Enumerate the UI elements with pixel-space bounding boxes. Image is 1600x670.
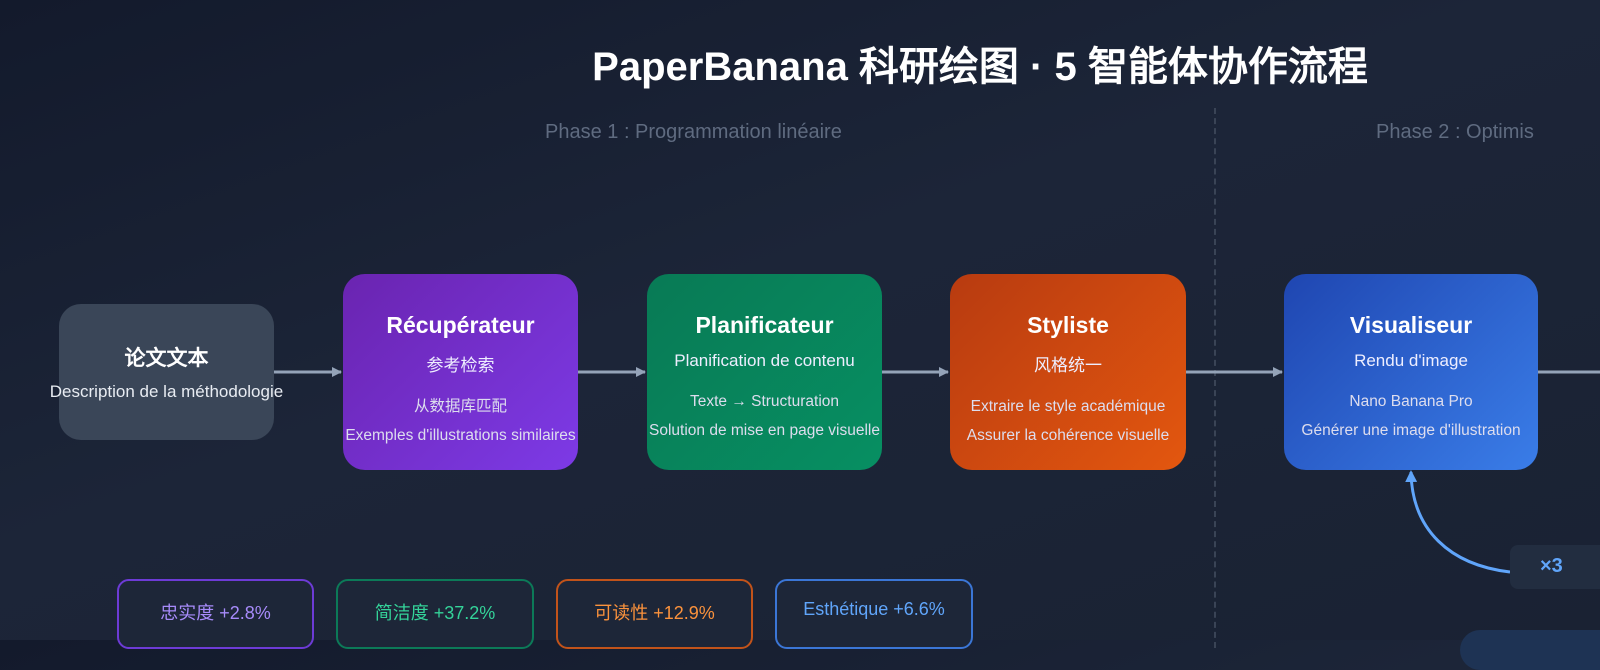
node-detail: 从数据库匹配 [413,398,507,415]
node-title: 论文文本 [124,347,209,370]
metric-readability: 可读性 +12.9% [556,579,753,649]
phase-1-label: Phase 1 : Programmation linéaire [545,121,842,143]
node-detail: Assurer la cohérence visuelle [966,427,1170,444]
node-title: Styliste [1027,312,1109,338]
node-subtitle: Rendu d'image [1354,351,1468,370]
phase-2-label: Phase 2 : Optimis [1376,121,1534,143]
loop-arrow [1405,470,1511,574]
phase-divider [1214,108,1216,648]
node-subtitle: Planification de contenu [674,351,855,370]
node-subtitle: 风格统一 [1034,356,1102,375]
node-title: Visualiseur [1349,312,1473,338]
iteration-badge: ×3 [1510,545,1600,589]
page-title: PaperBanana 科研绘图 · 5 智能体协作流程 [592,45,1368,89]
node-stylist: Styliste 风格统一 Extraire le style académiq… [950,274,1186,470]
node-title: Planificateur [695,312,834,338]
node-detail: Exemples d'illustrations similaires [345,427,576,444]
node-retriever: Récupérateur 参考检索 从数据库匹配 Exemples d'illus… [343,274,578,470]
node-title: Récupérateur [386,312,535,338]
metric-conciseness: 简洁度 +37.2% [336,579,534,649]
node-detail: Générer une image d'illustration [1301,422,1521,439]
node-visualizer: Visualiseur Rendu d'image Nano Banana Pr… [1284,274,1538,470]
node-detail: Texte → Structuration [689,393,840,410]
metric-aesthetics: Esthétique +6.6% [775,579,973,649]
connectors [274,367,1600,574]
node-subtitle: Description de la méthodologie [49,382,284,401]
critic-node-partial [1460,630,1600,670]
node-subtitle: 参考检索 [426,356,495,375]
node-detail: Solution de mise en page visuelle [649,422,880,439]
node-planner: Planificateur Planification de contenu T… [647,274,882,470]
metric-faithfulness: 忠实度 +2.8% [117,579,314,649]
node-detail: Extraire le style académique [970,398,1166,415]
node-paper-text: 论文文本 Description de la méthodologie [50,304,283,440]
node-detail: Nano Banana Pro [1349,393,1473,410]
